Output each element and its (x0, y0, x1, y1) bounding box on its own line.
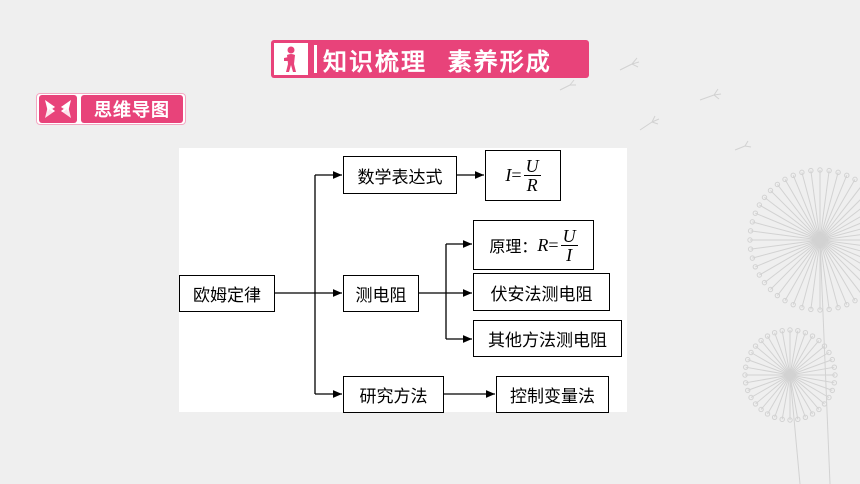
mind-map-tag: 思维导图 (36, 93, 186, 125)
principle-fraction: U I (560, 225, 578, 265)
principle-denominator: I (566, 244, 573, 265)
child-node-control-variable: 控制变量法 (496, 376, 609, 413)
child-node-other-methods: 其他方法测电阻 (473, 320, 622, 357)
root-node: 欧姆定律 (179, 275, 275, 312)
child-node-voltammetry: 伏安法测电阻 (473, 273, 610, 311)
mind-map-diagram: 欧姆定律 数学表达式 I = U R 测电阻 原理： R = U I 伏安法测电… (179, 148, 627, 413)
banner-title: 知识梳理 素养形成 (323, 47, 552, 76)
principle-prefix: 原理： (489, 237, 538, 256)
connector-lines (274, 171, 495, 398)
branch-node-expression: 数学表达式 (343, 156, 457, 194)
formula-node-principle: 原理： R = U I (473, 220, 594, 270)
branch-node-research-method: 研究方法 (343, 376, 444, 413)
reading-person-icon (274, 43, 308, 75)
mind-map-label: 思维导图 (81, 95, 183, 123)
principle-lhs: R (537, 234, 549, 255)
formula-equals: = (511, 165, 522, 185)
formula-lhs: I (505, 165, 512, 185)
banner-divider (314, 45, 317, 73)
formula-numerator: U (523, 156, 541, 176)
formula-fraction: U R (523, 156, 541, 195)
formula-node-current: I = U R (485, 150, 561, 201)
section-title-banner: 知识梳理 素养形成 (271, 40, 589, 78)
branch-node-measure-resistance: 测电阻 (343, 275, 419, 312)
principle-equals: = (548, 234, 559, 255)
principle-numerator: U (560, 225, 578, 246)
formula-denominator: R (526, 175, 538, 195)
arrows-inward-icon (39, 95, 77, 123)
